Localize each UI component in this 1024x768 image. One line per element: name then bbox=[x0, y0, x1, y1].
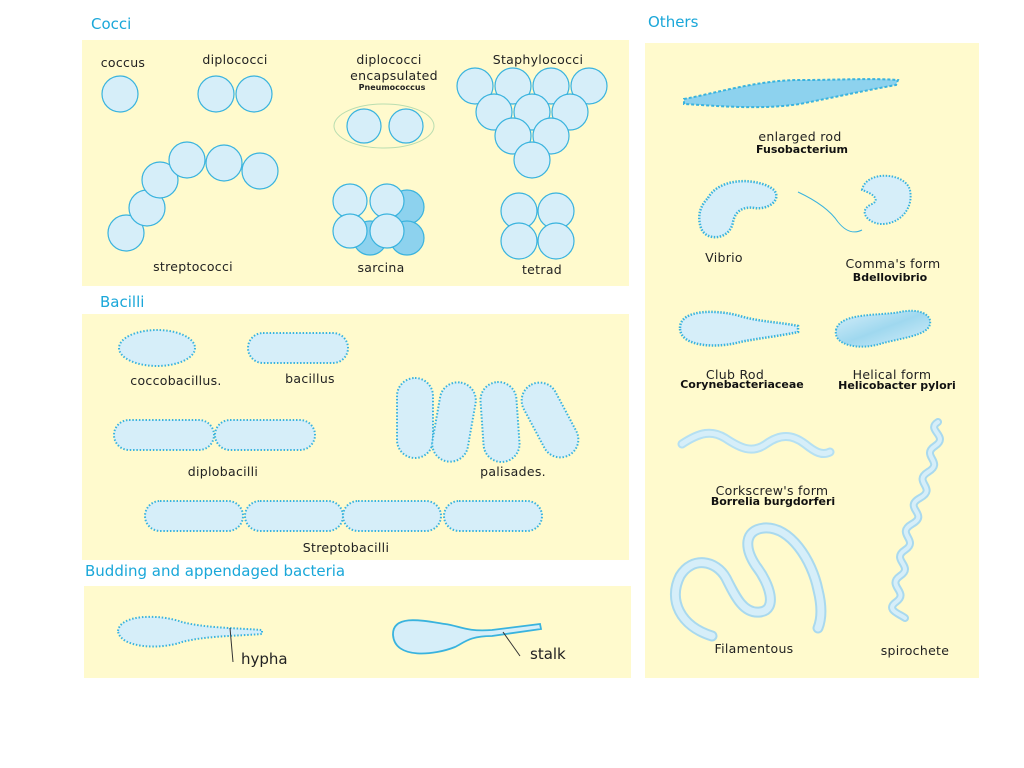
club-rod-shape bbox=[678, 310, 800, 347]
bacilli-section-title: Bacilli bbox=[100, 293, 145, 311]
helical-form-shape bbox=[834, 309, 932, 348]
vibrio-shape bbox=[698, 180, 778, 239]
palisades-shape bbox=[396, 377, 580, 463]
streptobacilli-shape bbox=[144, 500, 543, 532]
diplococci-encapsulated-label-1: diplococci bbox=[356, 52, 422, 67]
diplococci-encapsulated-shape bbox=[333, 103, 435, 149]
stalk-bacterium-shape bbox=[392, 619, 543, 657]
bacillus-label: bacillus bbox=[285, 371, 335, 386]
borrelia-label: Borrelia burgdorferi bbox=[710, 495, 836, 508]
coccobacillus-shape bbox=[118, 329, 196, 367]
bdellovibrio-label: Bdellovibrio bbox=[852, 271, 928, 284]
diplococci-label: diplococci bbox=[202, 52, 268, 67]
palisades-label: palisades. bbox=[480, 464, 546, 479]
filamentous-shape bbox=[670, 522, 827, 642]
budding-section-title: Budding and appendaged bacteria bbox=[85, 562, 346, 580]
stalk-label: stalk bbox=[530, 645, 566, 663]
coccus-label: coccus bbox=[100, 55, 146, 70]
hypha-bacterium-shape bbox=[116, 615, 263, 663]
commas-form-label: Comma's form bbox=[845, 256, 941, 271]
diplococci-encapsulated-label-2: encapsulated bbox=[350, 68, 438, 83]
sarcina-label: sarcina bbox=[357, 260, 405, 275]
staphylococci-shape bbox=[456, 67, 608, 179]
tetrad-label: tetrad bbox=[521, 262, 563, 277]
enlarged-rod-shape bbox=[683, 78, 900, 109]
streptococci-shape bbox=[107, 141, 279, 252]
club-rod-label: Club Rod bbox=[705, 367, 765, 382]
hypha-label: hypha bbox=[241, 650, 288, 668]
diplobacilli-shape bbox=[113, 419, 316, 451]
enlarged-rod-label: enlarged rod bbox=[758, 129, 842, 144]
sarcina-shape bbox=[332, 183, 425, 256]
filamentous-label: Filamentous bbox=[714, 641, 794, 656]
corkscrew-form-label: Corkscrew's form bbox=[715, 483, 829, 498]
fusobacterium-label: Fusobacterium bbox=[756, 143, 848, 156]
coccus-shape bbox=[101, 75, 139, 113]
diplobacilli-label: diplobacilli bbox=[187, 464, 259, 479]
vibrio-label: Vibrio bbox=[705, 250, 743, 265]
tetrad-shape bbox=[500, 192, 575, 260]
coccobacillus-label: coccobacillus. bbox=[130, 373, 222, 388]
corkscrew-form-shape bbox=[677, 428, 835, 459]
corynebacteriaceae-label: Corynebacteriaceae bbox=[680, 378, 804, 391]
cocci-section-title: Cocci bbox=[91, 15, 132, 33]
spirochete-shape bbox=[888, 418, 944, 622]
spirochete-label: spirochete bbox=[880, 643, 950, 658]
helical-form-label: Helical form bbox=[852, 367, 932, 382]
streptococci-label: streptococci bbox=[153, 259, 233, 274]
diplococci-shape bbox=[197, 75, 273, 113]
commas-form-shape bbox=[797, 174, 912, 233]
bacillus-shape bbox=[247, 332, 349, 364]
streptobacilli-label: Streptobacilli bbox=[302, 540, 390, 555]
staphylococci-label: Staphylococci bbox=[492, 52, 584, 67]
others-section-title: Others bbox=[648, 13, 699, 31]
pneumococcus-label: Pneumococcus bbox=[358, 83, 426, 92]
helicobacter-label: Helicobacter pylori bbox=[838, 379, 956, 392]
